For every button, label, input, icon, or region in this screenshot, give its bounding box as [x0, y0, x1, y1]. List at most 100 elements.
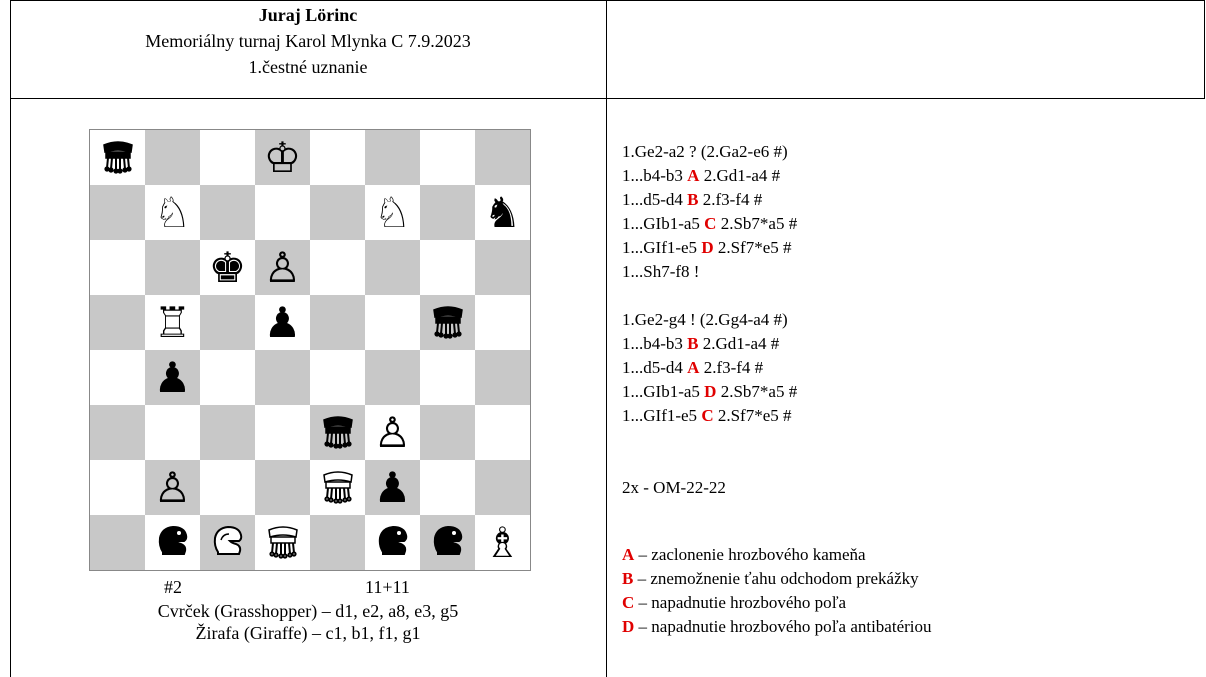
white-king-d8-icon: ♔ — [264, 137, 302, 179]
square-f3: ♙ — [365, 405, 420, 460]
theme-tag: B — [687, 190, 698, 209]
square-d6: ♙ — [255, 240, 310, 295]
legend-item: C – napadnutie hrozbového poľa — [622, 591, 932, 615]
solution-move: 2x - OM-22-22 — [622, 478, 726, 497]
solution-move: 1...d5-d4 — [622, 358, 687, 377]
solution-line — [622, 428, 797, 452]
solution-line: 1...GIf1-e5 D 2.Sf7*e5 # — [622, 236, 797, 260]
square-h8 — [475, 130, 530, 185]
square-b1 — [145, 515, 200, 570]
black-knight-h7-icon: ♞ — [484, 192, 522, 234]
square-b7: ♘ — [145, 185, 200, 240]
square-f4 — [365, 350, 420, 405]
square-e2 — [310, 460, 365, 515]
square-h6 — [475, 240, 530, 295]
black-giraffe-g1-icon — [428, 520, 468, 565]
legend-text: – znemožnenie ťahu odchodom prekážky — [633, 569, 918, 588]
square-d4 — [255, 350, 310, 405]
solution-reply: 2.Gd1-a4 # — [699, 166, 780, 185]
white-grasshopper-e2-icon — [318, 465, 358, 510]
theme-tag: B — [687, 334, 698, 353]
white-grasshopper-d1-icon — [263, 520, 303, 565]
square-h2 — [475, 460, 530, 515]
square-c1 — [200, 515, 255, 570]
square-d7 — [255, 185, 310, 240]
chess-board: ♔♘♘♞♚♙♖♟ ♟ ♙♙ ♟ — [89, 129, 531, 571]
square-a2 — [90, 460, 145, 515]
author-name: Juraj Lörinc — [10, 2, 606, 28]
solution-line: 1...d5-d4 B 2.f3-f4 # — [622, 188, 797, 212]
black-grasshopper-e3-icon — [318, 410, 358, 455]
square-e5 — [310, 295, 365, 350]
solution-reply: 2.Sb7*a5 # — [716, 382, 797, 401]
square-g4 — [420, 350, 475, 405]
solution-line: 1...GIb1-a5 D 2.Sb7*a5 # — [622, 380, 797, 404]
square-e8 — [310, 130, 365, 185]
solution-line — [622, 500, 797, 524]
square-c5 — [200, 295, 255, 350]
solution-move: 1...GIf1-e5 — [622, 238, 701, 257]
square-e7 — [310, 185, 365, 240]
legend-item: D – napadnutie hrozbového poľa antibatér… — [622, 615, 932, 639]
square-b8 — [145, 130, 200, 185]
solution-reply: 2.Sb7*a5 # — [716, 214, 797, 233]
white-knight-b7-icon: ♘ — [154, 192, 192, 234]
square-g8 — [420, 130, 475, 185]
black-giraffe-b1-icon — [153, 520, 193, 565]
solution-move: 1.Ge2-a2 ? (2.Ga2-e6 #) — [622, 142, 788, 161]
solution-move: 1...GIf1-e5 — [622, 406, 701, 425]
square-a5 — [90, 295, 145, 350]
theme-tag: D — [704, 382, 716, 401]
solution-line: 1...d5-d4 A 2.f3-f4 # — [622, 356, 797, 380]
legend-item: A – zaclonenie hrozbového kameňa — [622, 543, 932, 567]
solution-move: 1...b4-b3 — [622, 334, 687, 353]
legend-text: – zaclonenie hrozbového kameňa — [634, 545, 865, 564]
solution-reply: 2.f3-f4 # — [699, 358, 763, 377]
black-pawn-f2-icon: ♟ — [374, 467, 412, 509]
piece-count: 11+11 — [365, 576, 410, 598]
problem-header: Juraj Lörinc Memoriálny turnaj Karol Mly… — [10, 2, 606, 80]
square-h5 — [475, 295, 530, 350]
black-grasshopper-a8-icon — [98, 135, 138, 180]
white-rook-b5-icon: ♖ — [154, 302, 192, 344]
theme-tag: C — [701, 406, 713, 425]
solution-reply: 2.Sf7*e5 # — [714, 238, 792, 257]
square-h7: ♞ — [475, 185, 530, 240]
legend-tag: B — [622, 569, 633, 588]
square-g5 — [420, 295, 475, 350]
white-pawn-f3-icon: ♙ — [374, 412, 412, 454]
square-d8: ♔ — [255, 130, 310, 185]
table-right-border — [1204, 0, 1205, 99]
tournament-name: Memoriálny turnaj Karol Mlynka C 7.9.202… — [10, 28, 606, 54]
square-c2 — [200, 460, 255, 515]
square-a8 — [90, 130, 145, 185]
square-b5: ♖ — [145, 295, 200, 350]
solution-line: 1...GIf1-e5 C 2.Sf7*e5 # — [622, 404, 797, 428]
legend-text: – napadnutie hrozbového poľa — [634, 593, 846, 612]
solution-reply: 2.f3-f4 # — [699, 190, 763, 209]
square-h1: ♗ — [475, 515, 530, 570]
square-d3 — [255, 405, 310, 460]
square-g1 — [420, 515, 475, 570]
square-b4: ♟ — [145, 350, 200, 405]
square-d1 — [255, 515, 310, 570]
solution-line: 2x - OM-22-22 — [622, 476, 797, 500]
square-c8 — [200, 130, 255, 185]
table-header-divider — [10, 98, 1205, 99]
square-d2 — [255, 460, 310, 515]
square-a3 — [90, 405, 145, 460]
legend-item: B – znemožnenie ťahu odchodom prekážky — [622, 567, 932, 591]
fairy-pieces-giraffe: Žirafa (Giraffe) – c1, b1, f1, g1 — [0, 622, 616, 644]
black-giraffe-f1-icon — [373, 520, 413, 565]
square-h4 — [475, 350, 530, 405]
square-e3 — [310, 405, 365, 460]
square-b2: ♙ — [145, 460, 200, 515]
solution-move: 1...b4-b3 — [622, 166, 687, 185]
solution-move: 1...GIb1-a5 — [622, 214, 704, 233]
square-c4 — [200, 350, 255, 405]
square-e4 — [310, 350, 365, 405]
square-c7 — [200, 185, 255, 240]
square-a4 — [90, 350, 145, 405]
legend-tag: C — [622, 593, 634, 612]
solution-line — [622, 452, 797, 476]
